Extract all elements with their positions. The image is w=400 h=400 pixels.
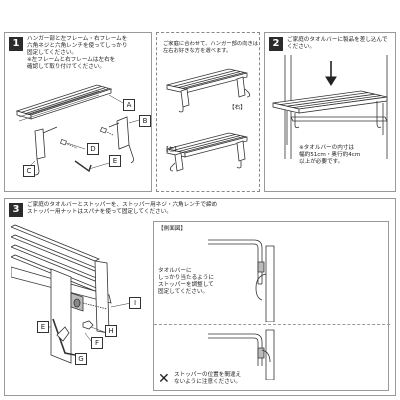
side-view-note-1: タオルバーに: [158, 268, 192, 274]
step3-line-2: ストッパー用ナットはスパナを使って固定してください。: [27, 209, 172, 215]
side-view-box: 【側面図】 タオルバーに しっかり当たるように ストッパーを調整して 固定してく…: [153, 221, 390, 391]
side-view-note-4: 固定してください。: [158, 289, 209, 295]
part-label-f: F: [91, 337, 103, 349]
shelf-right-orientation-illustration: [166, 68, 251, 113]
part-label-d: D: [87, 143, 99, 155]
side-view-divider: [154, 324, 390, 325]
step2-insert-illustration: [272, 55, 388, 159]
part-label-h: H: [105, 325, 117, 337]
step3-number: 3: [9, 203, 23, 217]
step1-number: 1: [9, 37, 23, 51]
step3-panel: 3 ご家庭のタオルバーとストッパーを、ストッパー用ネジ・六角レンチで締め ストッ…: [4, 198, 396, 396]
side-view-title: 【側面図】: [158, 226, 186, 232]
part-label-g: G: [75, 353, 87, 365]
step3-stopper-illustration: [11, 224, 132, 364]
orientation-note-box: ご家庭に合わせて、ハンガー部の向きは 左右お好きな方を選べます。 【右】: [156, 32, 260, 192]
step2-number: 2: [269, 37, 283, 51]
part-label-b: B: [139, 115, 151, 127]
step2-line-1: ご家庭のタオルバーに製品を差し込んで: [287, 37, 388, 43]
step1-line-4: ※左フレームと右フレームは左右を: [27, 57, 116, 63]
side-view-note-2: しっかり当たるように: [158, 275, 214, 281]
step2-line-2: ください。: [287, 44, 315, 50]
warning-line-2: ないように注意ください。: [174, 379, 242, 385]
step2-caption-2: 幅約51cm・奥行約4cm: [299, 152, 361, 158]
orientation-note-line-1: ご家庭に合わせて、ハンガー部の向きは: [163, 41, 259, 47]
part-label-c: C: [23, 165, 35, 177]
step2-caption-1: ※タオルバーの内寸は: [299, 145, 355, 151]
step1-panel: 1 ハンガー部と左フレーム・右フレームを 六角ネジと六角レンチを使ってしっかり …: [4, 32, 152, 192]
part-label-e: E: [109, 155, 121, 167]
warning-line-1: ストッパーの位置を間違え: [174, 372, 242, 378]
part-label-a: A: [123, 99, 135, 111]
right-orientation-tag: 【右】: [229, 105, 246, 111]
step1-line-5: 確認して取り付けてください。: [27, 64, 105, 70]
part-label-i: I: [129, 297, 141, 309]
step2-caption-3: 以上が必要です。: [299, 159, 344, 165]
side-view-note-3: ストッパーを調整して: [158, 282, 214, 288]
step1-line-3: 固定してください。: [27, 50, 78, 56]
step2-panel: 2 ご家庭のタオルバーに製品を差し込んで ください。: [264, 32, 396, 192]
side-view-correct-illustration: [208, 239, 275, 322]
warning-cross-icon: ✕: [158, 371, 170, 387]
left-orientation-tag: 【左】: [163, 147, 180, 153]
step3-line-1: ご家庭のタオルバーとストッパーを、ストッパー用ネジ・六角レンチで締め: [27, 202, 218, 208]
step1-line-2: 六角ネジと六角レンチを使ってしっかり: [27, 43, 128, 49]
step1-line-1: ハンガー部と左フレーム・右フレームを: [27, 36, 128, 42]
part-label-e-step3: E: [37, 321, 49, 333]
side-view-wrong-illustration: [208, 329, 275, 380]
shelf-left-orientation-illustration: [166, 132, 248, 172]
step1-assembly-illustration: [15, 84, 140, 176]
orientation-note-line-2: 左右お好きな方を選べます。: [163, 48, 232, 54]
